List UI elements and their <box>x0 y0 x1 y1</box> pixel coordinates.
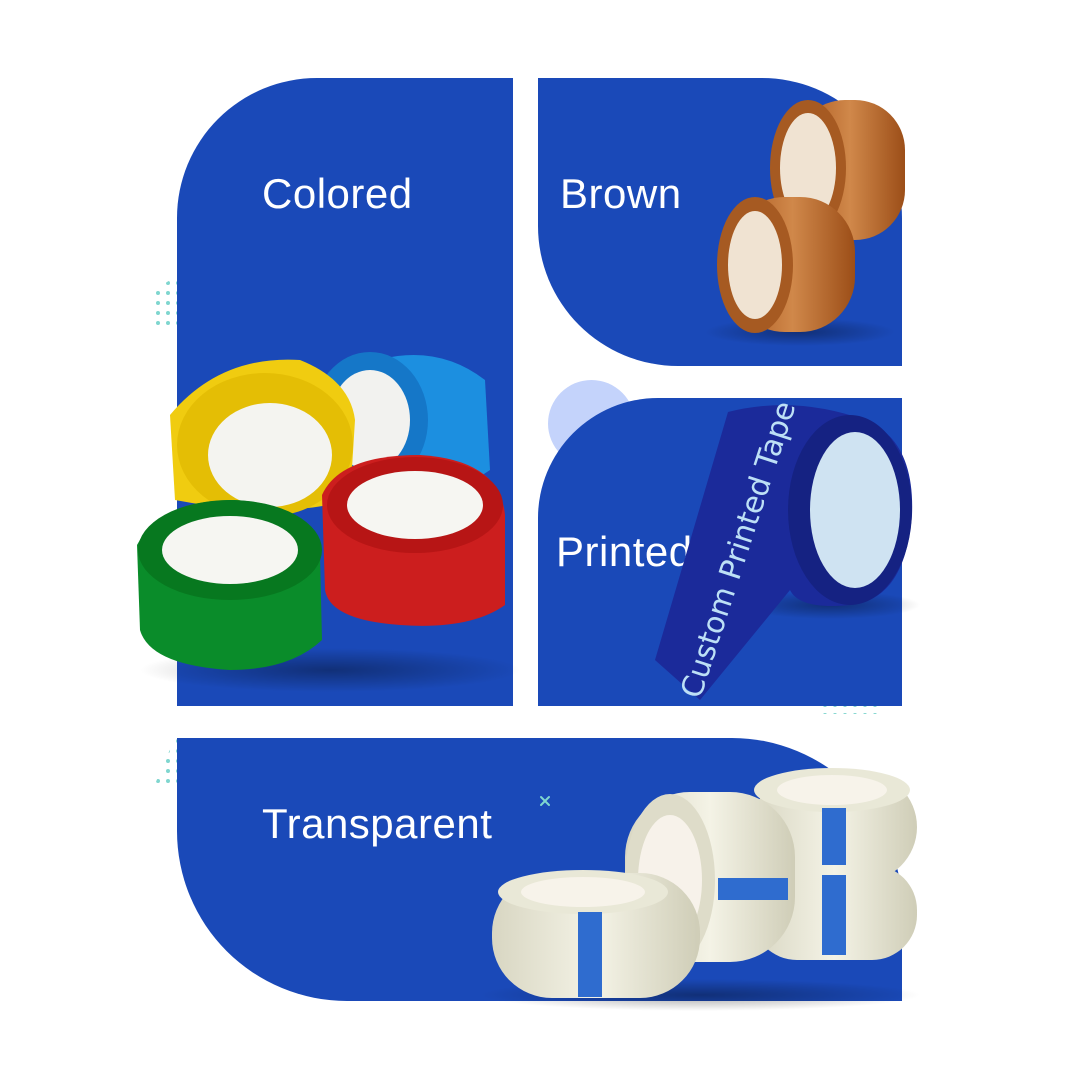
colored-tapes-image <box>137 352 520 692</box>
brown-label: Brown <box>560 170 682 217</box>
red-tape-roll <box>322 455 505 626</box>
yellow-tape-roll <box>170 359 355 517</box>
printed-tape-image: Custom Printed Tape <box>655 397 920 702</box>
colored-label: Colored <box>262 170 413 217</box>
green-tape-roll <box>137 500 322 670</box>
brown-tapes-image <box>705 100 905 346</box>
x-mark-icon <box>540 796 550 806</box>
transparent-tapes-image <box>480 768 920 1011</box>
printed-label: Printed <box>556 528 693 575</box>
brown-tape-roll-front <box>717 197 855 333</box>
clear-tape-roll-front <box>492 870 700 998</box>
transparent-label: Transparent <box>262 800 493 847</box>
